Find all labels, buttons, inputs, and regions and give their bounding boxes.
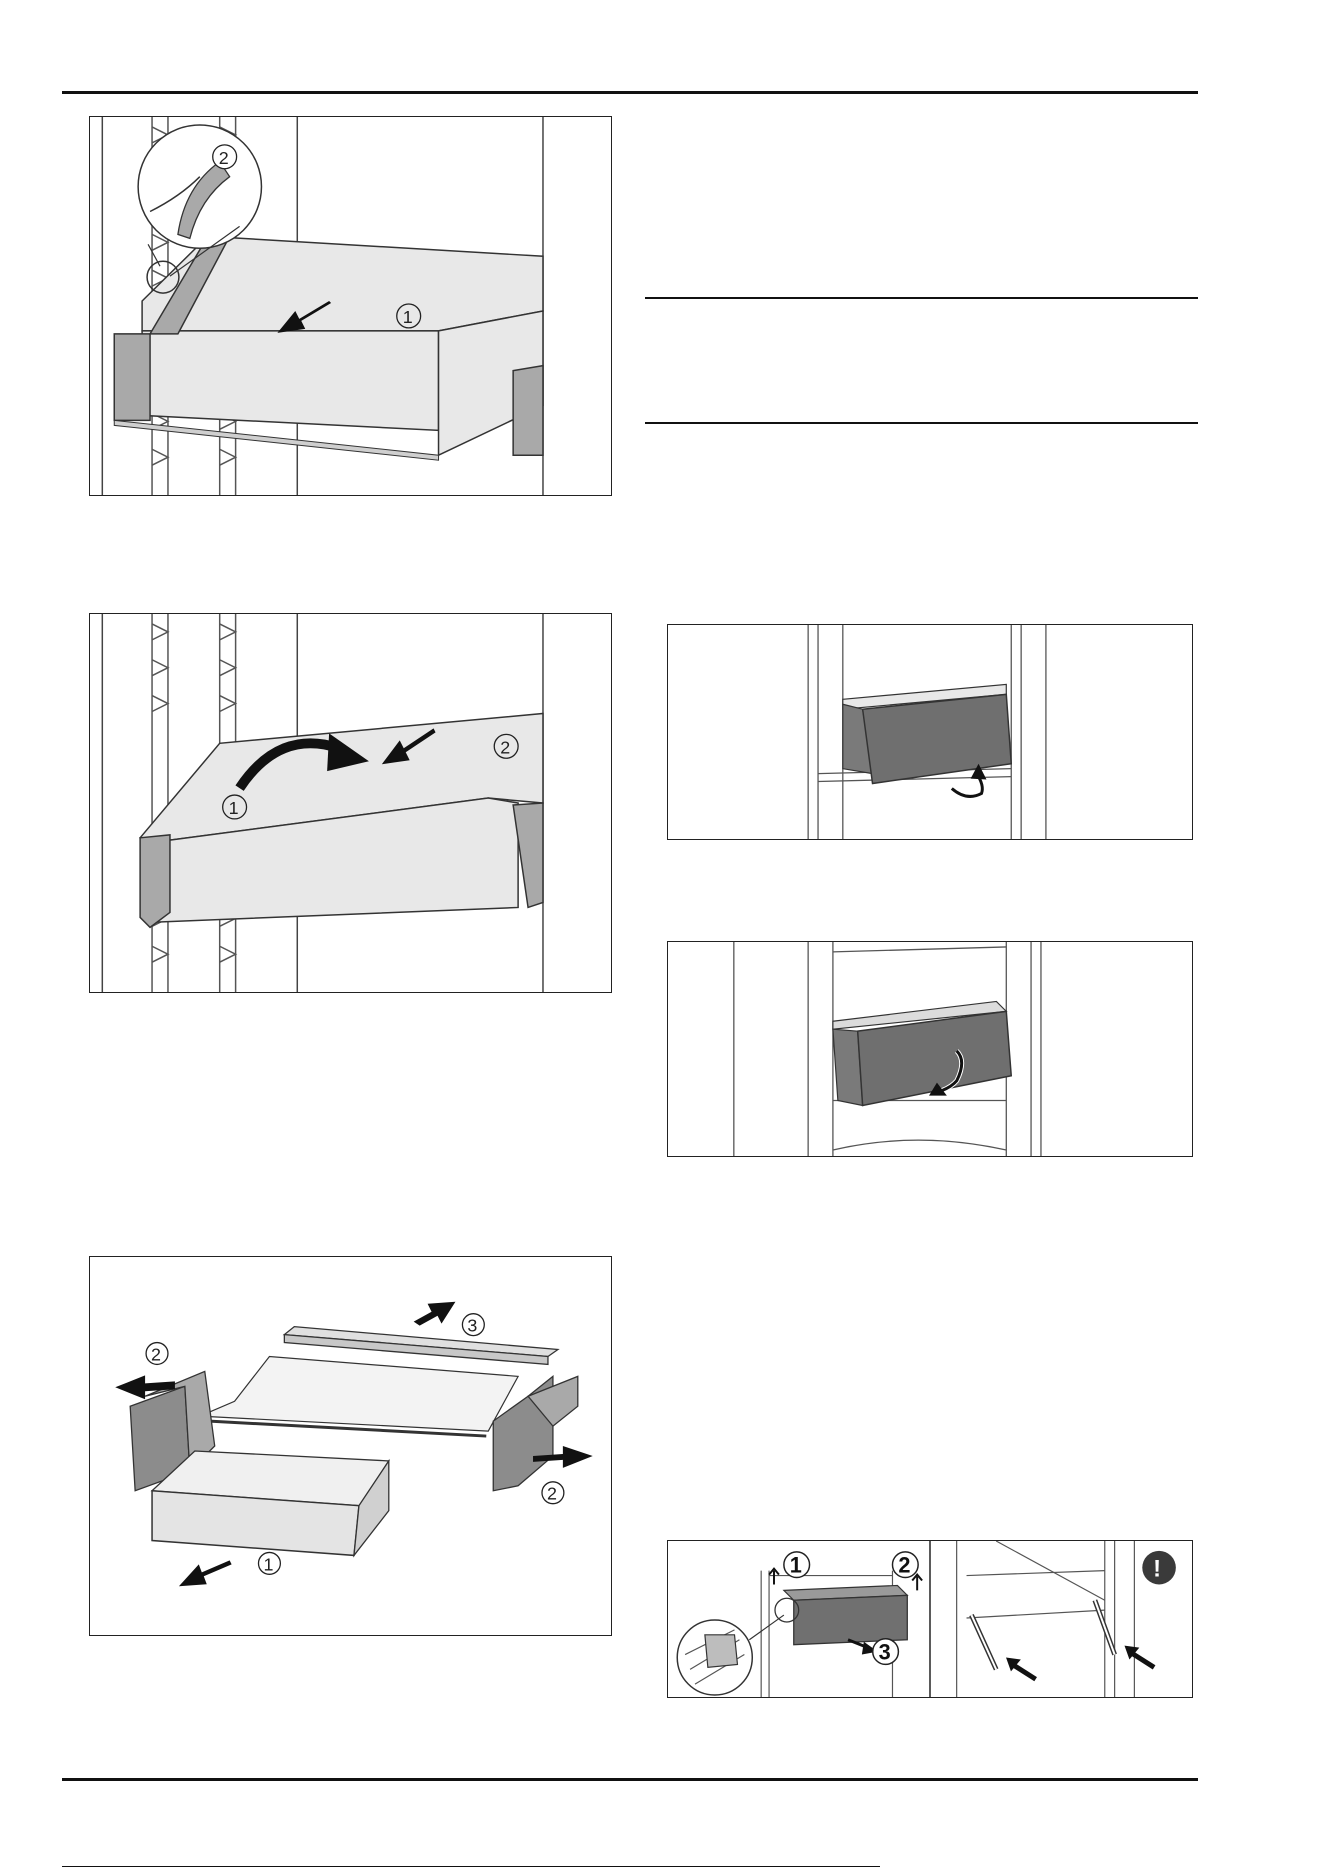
figure-tilt-drawer-step: 1 2 (89, 613, 612, 993)
figure-drawer-insert (667, 941, 1193, 1157)
figure-1-illustration: 1 2 (90, 117, 611, 495)
figure-2-illustration: 1 2 (90, 614, 611, 992)
callout-1: 1 (229, 798, 239, 818)
callout-2-right: 2 (547, 1484, 557, 1504)
callout-3: 3 (879, 1639, 891, 1664)
arrow-icon (912, 1575, 922, 1591)
figure-remove-drawer-step: 1 2 (89, 116, 612, 496)
callout-2: 2 (898, 1553, 910, 1578)
bottom-rule (62, 1778, 1198, 1781)
section-rule-lower (645, 422, 1198, 424)
figure-drawer-removal-tilt (667, 624, 1193, 840)
figure-3-illustration: 3 2 2 1 (90, 1257, 611, 1635)
warning-symbol: ! (1153, 1557, 1161, 1583)
figure-drawer-parts-exploded: 3 2 2 1 (89, 1256, 612, 1636)
callout-1: 1 (790, 1553, 802, 1578)
figure-6-illustration: 1 2 3 ! (668, 1541, 1192, 1697)
top-rule (62, 91, 1198, 94)
section-rule-upper (645, 297, 1198, 299)
figure-rail-installation: 1 2 3 ! (667, 1540, 1193, 1698)
callout-1: 1 (403, 307, 413, 327)
figure-4-illustration (668, 625, 1192, 839)
callout-1: 1 (263, 1554, 273, 1574)
callout-3: 3 (467, 1316, 477, 1336)
figure-5-illustration (668, 942, 1192, 1156)
callout-2: 2 (219, 148, 229, 168)
arrow-icon (179, 1560, 232, 1586)
footer-rule (62, 1866, 880, 1867)
callout-2-left: 2 (151, 1344, 161, 1364)
arrow-icon (414, 1302, 456, 1326)
callout-2: 2 (500, 737, 510, 757)
arrow-icon (769, 1569, 779, 1585)
